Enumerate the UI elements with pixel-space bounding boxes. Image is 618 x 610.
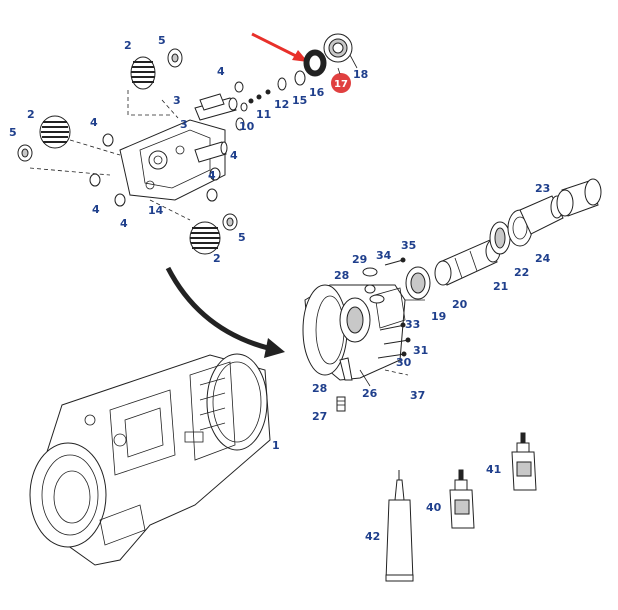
label-35: 35 [401,239,416,252]
label-2-left: 2 [27,108,35,121]
label-20: 20 [452,298,468,311]
label-42: 42 [365,530,380,543]
label-4-bottom: 4 [120,217,128,230]
part-number-labels: 2 5 3 4 2 5 4 3 4 4 4 4 14 5 2 10 11 12 … [9,34,551,543]
label-30: 30 [396,356,412,369]
axle-housing [29,353,271,566]
housing-bolts [377,322,411,376]
label-10: 10 [239,120,255,133]
label-leader-lines [337,54,425,408]
label-34: 34 [376,249,392,262]
label-26: 26 [362,387,378,400]
planet-gear-top [130,48,183,90]
adhesive-bottle-40 [449,469,475,529]
planet-gear-bottom [189,213,238,255]
thrust-washers [89,133,221,207]
breather-fitting [362,257,406,304]
label-5-bottom: 5 [238,231,246,244]
label-3-top: 3 [173,94,181,107]
shaft-20 [434,239,501,286]
adhesive-bottle-41 [511,432,537,491]
label-41: 41 [486,463,501,476]
label-11: 11 [256,108,271,121]
planet-carrier [119,93,238,201]
hub-housing [302,284,406,381]
bearing-ring-18 [323,33,353,63]
label-28-top: 28 [334,269,349,282]
label-16: 16 [309,86,325,99]
label-19: 19 [431,310,446,323]
label-5-left: 5 [9,126,17,139]
label-31: 31 [413,344,428,357]
label-4-mid-left: 4 [90,116,98,129]
label-22: 22 [514,266,529,279]
label-14: 14 [148,204,164,217]
label-29: 29 [352,253,367,266]
label-4-right-lower: 4 [208,169,216,182]
badge-17-text: 17 [334,79,348,90]
label-40: 40 [426,501,442,514]
cover-23 [556,178,602,217]
drain-plug [336,396,346,412]
label-2-bottom: 2 [213,252,221,265]
bearing-19 [405,266,431,300]
washers-row [234,70,306,131]
planet-gear-left [17,115,71,162]
seal-21 [489,221,511,255]
seal-ring-16 [303,49,327,77]
label-23: 23 [535,182,550,195]
label-4-right: 4 [230,149,238,162]
label-24: 24 [535,252,551,265]
label-27: 27 [312,410,327,423]
label-15: 15 [292,94,307,107]
label-21: 21 [493,280,508,293]
assembly-direction-arrow [165,266,285,358]
label-3-mid: 3 [180,118,188,131]
label-28-bottom: 28 [312,382,327,395]
label-4-lower-left: 4 [92,203,100,216]
highlight-badge-17: 17 [331,73,351,93]
label-33: 33 [405,318,420,331]
label-5-top: 5 [158,34,166,47]
label-2-top: 2 [124,39,132,52]
label-12: 12 [274,98,289,111]
label-37: 37 [410,389,425,402]
sealant-tube-42 [385,470,414,582]
label-1: 1 [272,439,280,452]
label-18: 18 [353,68,368,81]
pointer-arrow [251,32,308,62]
label-4-top-right: 4 [217,65,225,78]
